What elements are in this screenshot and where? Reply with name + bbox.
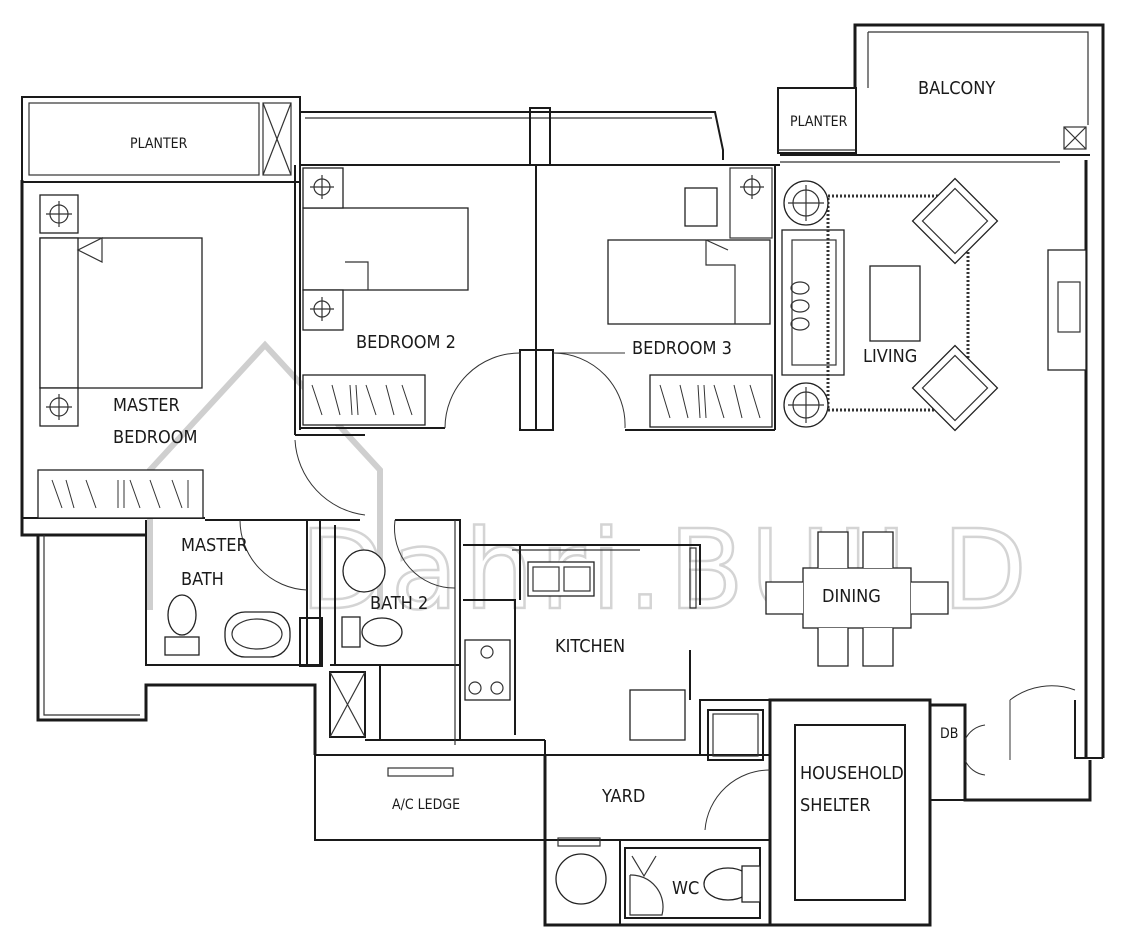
- lamp-icon: [783, 180, 829, 226]
- coffee-table: [869, 265, 921, 342]
- lamp-icon: [740, 175, 764, 199]
- label-dining: DINING: [822, 586, 881, 607]
- yard-drum: [555, 853, 607, 905]
- fridge: [629, 689, 686, 741]
- doors: [239, 352, 1076, 831]
- label-bedroom3: BEDROOM 3: [632, 338, 732, 359]
- label-kitchen: KITCHEN: [555, 636, 625, 657]
- lamp-icon: [39, 194, 79, 234]
- label-planter-left: PLANTER: [130, 136, 188, 152]
- sofa: [781, 229, 845, 376]
- label-wc: WC: [672, 878, 699, 899]
- watermark-text: Dahri.BUILD: [300, 506, 1033, 634]
- label-master-bath-2: BATH: [181, 569, 224, 590]
- label-ac-ledge: A/C LEDGE: [392, 797, 460, 813]
- label-living: LIVING: [863, 346, 917, 367]
- living-furniture: [781, 177, 1087, 432]
- furniture: [37, 167, 1087, 916]
- label-master-bedroom-1: MASTER: [113, 395, 180, 416]
- label-master-bedroom-2: BEDROOM: [113, 427, 198, 448]
- label-bath2: BATH 2: [370, 593, 428, 614]
- bedroom3-bed: [607, 239, 771, 325]
- room-labels: PLANTER PLANTER BALCONY BEDROOM 2 BEDROO…: [113, 78, 995, 899]
- label-db: DB: [940, 726, 958, 742]
- toilet-icon: [341, 616, 403, 648]
- bedroom3-wardrobe: [649, 374, 773, 428]
- stove: [464, 639, 511, 701]
- label-household-shelter-2: SHELTER: [800, 795, 871, 816]
- armchair: [911, 344, 999, 432]
- bedroom2-bed: [302, 207, 469, 291]
- label-balcony: BALCONY: [918, 78, 995, 99]
- dining-set: [765, 531, 949, 667]
- toilet-icon: [164, 594, 200, 656]
- label-yard: YARD: [601, 786, 645, 807]
- internal-walls: [22, 165, 776, 840]
- outer-walls: [20, 23, 1105, 927]
- label-household-shelter-1: HOUSEHOLD: [800, 763, 904, 784]
- lamp-icon: [302, 289, 344, 331]
- label-bedroom2: BEDROOM 2: [356, 332, 456, 353]
- kitchen-sink: [527, 561, 595, 597]
- lamp-icon: [302, 167, 344, 209]
- lamp-icon: [39, 387, 79, 427]
- master-wardrobe: [37, 469, 204, 519]
- bath2-shower: [342, 549, 386, 593]
- washing-machine: [712, 713, 759, 757]
- bedroom3-desk-chair: [684, 187, 718, 227]
- label-planter-top: PLANTER: [790, 114, 848, 130]
- bedroom2-wardrobe: [302, 374, 426, 426]
- label-master-bath-1: MASTER: [181, 535, 248, 556]
- rug: [826, 194, 970, 412]
- toilet-icon: [703, 865, 761, 903]
- armchair: [911, 177, 999, 265]
- lamp-icon: [783, 382, 829, 428]
